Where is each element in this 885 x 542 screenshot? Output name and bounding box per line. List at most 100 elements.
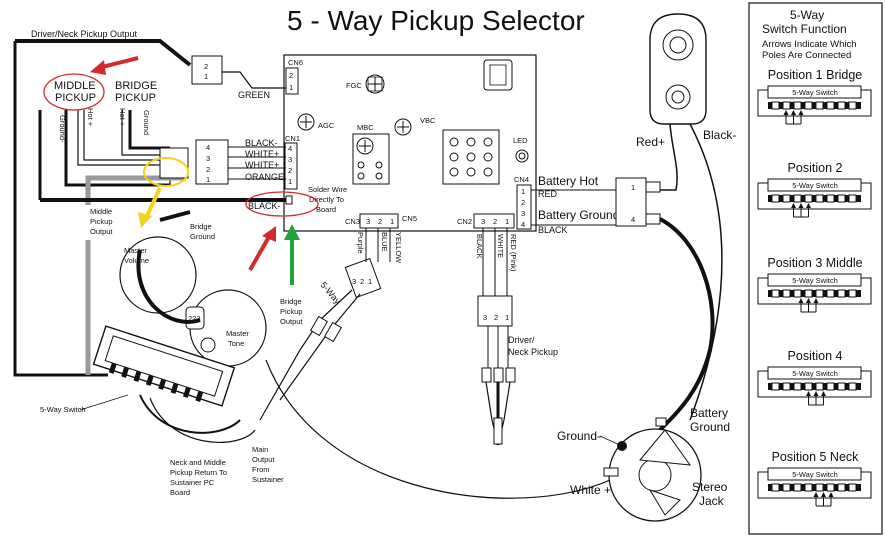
pole-arrow-head	[798, 110, 804, 115]
wire-white-1: WHITE+	[245, 149, 279, 159]
five-way-plug-pin-2: 2	[360, 277, 364, 286]
wire-black-1: BLACK-	[245, 138, 278, 148]
switch-pole	[804, 483, 813, 492]
position-label: Position 1 Bridge	[768, 68, 863, 82]
switch-pole	[782, 382, 791, 391]
switch-pole	[848, 194, 857, 203]
red-arrow-top	[90, 56, 139, 75]
wire-black-2: BLACK-	[248, 201, 281, 211]
stereo-jack-label-1: Stereo	[692, 480, 728, 494]
switch-contact-bar	[768, 195, 861, 202]
switch-pole	[782, 101, 791, 110]
wire-white-2: WHITE+	[245, 160, 279, 170]
cn3-connector	[359, 213, 399, 229]
pole-arrow-head	[783, 110, 789, 115]
pole-arrow-head	[828, 492, 834, 497]
pole-arrow-head	[806, 203, 811, 208]
stereo-jack	[603, 417, 702, 522]
solder-note-1: Solder Wire	[308, 185, 347, 194]
green-wire-label: GREEN	[238, 90, 270, 100]
cn1-pin-2: 2	[288, 166, 292, 175]
middle-hot-label: Hot +	[86, 108, 95, 127]
diagram-title: 5 - Way Pickup Selector	[287, 5, 585, 36]
cn2-pin-1: 1	[505, 217, 509, 226]
switch-pole	[804, 101, 813, 110]
bridge-ground-label-2: Ground	[190, 232, 215, 241]
five-way-switch-label: 5-Way Switch	[40, 405, 86, 414]
switch-pole	[782, 483, 791, 492]
agc-label: AGC	[318, 121, 335, 130]
cn1-plug-pin-2: 2	[206, 165, 210, 174]
bridge-pickup-output-2: Pickup	[280, 307, 303, 316]
driver-neck-output-label: Driver/Neck Pickup Output	[31, 29, 138, 39]
driver-neck-label-1: Driver/	[508, 335, 535, 345]
switch-contact-bar	[768, 383, 861, 390]
top-plug-pin-1: 1	[204, 72, 208, 81]
master-volume-label-1: Master	[124, 246, 147, 255]
side-subtitle-2: Poles Are Connected	[762, 50, 851, 61]
neck-middle-return-1: Neck and Middle	[170, 458, 226, 467]
vbc-label: VBC	[420, 116, 436, 125]
middle-pickup-label-2: PICKUP	[55, 92, 96, 104]
bridge-ground-label-1: Bridge	[190, 222, 212, 231]
pole-arrow-head	[791, 203, 796, 208]
pole-arrow-head	[813, 391, 819, 396]
cn1-plug-pin-4: 4	[206, 143, 210, 152]
master-tone-label-2: Tone	[228, 339, 244, 348]
switch-pole	[771, 382, 780, 391]
switch-pole	[804, 289, 813, 298]
wire-orange: ORANGE	[245, 172, 284, 182]
battery-red-label: Red+	[636, 135, 665, 149]
main-output-1: Main	[252, 445, 268, 454]
cn4-connector	[516, 184, 532, 230]
switch-pole	[804, 382, 813, 391]
switch-pole	[826, 194, 835, 203]
cn4-label: CN4	[514, 175, 529, 184]
yellow-callout	[143, 157, 189, 187]
battery-black-label: Black-	[703, 128, 736, 142]
master-tone-label-1: Master	[226, 329, 249, 338]
cn4-plug-pin-1: 1	[631, 183, 635, 192]
cn1-plug	[195, 139, 229, 185]
switch-pole	[771, 483, 780, 492]
solder-note-2: Directly To	[309, 195, 344, 204]
black-wire-label: BLACK	[538, 225, 568, 235]
jack-white-label: White +	[570, 483, 611, 497]
cn5-label: CN5	[402, 214, 417, 223]
red-arrow-bottom	[248, 226, 276, 271]
switch-pole	[793, 483, 802, 492]
cn1-pin-3: 3	[288, 155, 292, 164]
cn4-plug-pin-4: 4	[631, 215, 635, 224]
cn3-pin-1: 1	[390, 217, 394, 226]
yellow-wire-label: YELLOW	[394, 232, 403, 264]
cn2-pin-2: 2	[493, 217, 497, 226]
cn6-pin-1: 1	[289, 83, 293, 92]
neck-middle-return-2: Pickup Return To	[170, 468, 227, 477]
switch-pole	[848, 101, 857, 110]
switch-label: 5-Way Switch	[792, 181, 838, 190]
purple-wire-label: Purple	[356, 232, 365, 254]
five-way-plug-pin-1: 1	[368, 277, 372, 286]
capacitor-value: 223	[188, 314, 201, 323]
switch-top	[767, 273, 862, 287]
bridge-pickup-label-1: BRIDGE	[115, 80, 157, 92]
middle-ground-label: Ground-	[58, 115, 67, 143]
top-plug	[191, 55, 223, 85]
top-plug-pin-2: 2	[204, 62, 208, 71]
switch-pole	[848, 382, 857, 391]
cn1-connector	[284, 142, 298, 190]
neck-middle-return-4: Board	[170, 488, 190, 497]
jack-battery-ground-2: Ground	[690, 420, 730, 434]
side-title-2: Switch Function	[762, 22, 847, 36]
cn2-connector	[473, 213, 515, 229]
cn2-pin-3: 3	[481, 217, 485, 226]
switch-pole	[815, 382, 824, 391]
neck-middle-return-3: Sustainer PC	[170, 478, 215, 487]
solder-pad	[285, 195, 293, 205]
pole-arrow-head	[806, 298, 811, 303]
solder-callout	[245, 191, 319, 217]
switch-pole	[782, 289, 791, 298]
solder-note-3: Board	[316, 205, 336, 214]
cn2-white-label: WHITE	[496, 234, 505, 258]
battery-ground-label: Battery Ground	[538, 208, 619, 222]
